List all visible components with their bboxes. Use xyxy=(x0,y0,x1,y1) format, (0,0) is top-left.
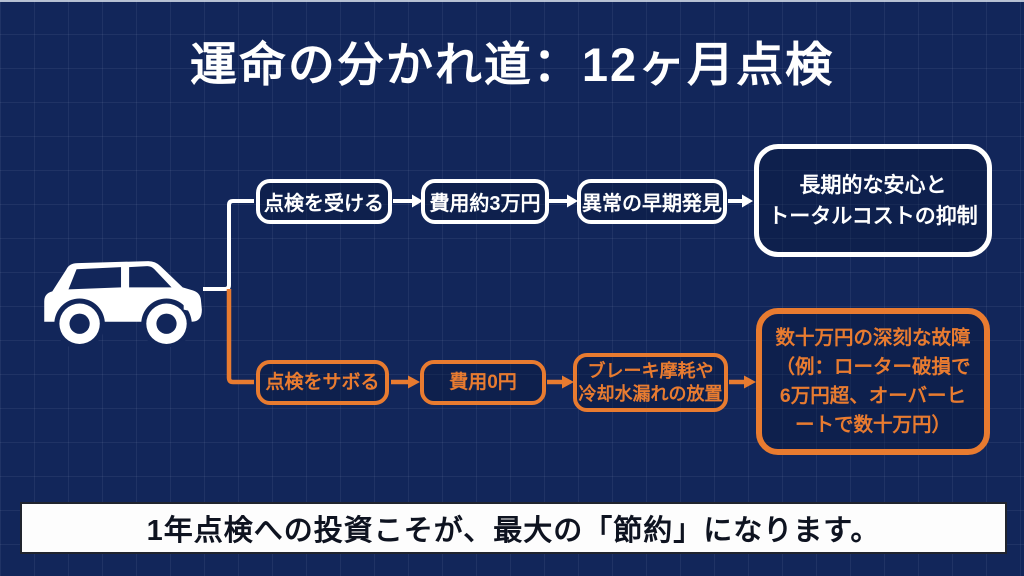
step-cost-zero: 費用0円 xyxy=(420,360,546,405)
result-good-outcome: 長期的な安心と トータルコストの抑制 xyxy=(754,144,992,257)
step-skip-inspection: 点検をサボる xyxy=(256,360,389,405)
result-text: 数十万円の深刻な故障 （例：ローター破損で 6万円超、オーバーヒ ートで数十万円… xyxy=(775,326,971,436)
step-label: 費用0円 xyxy=(449,371,517,393)
arrow-bottom-2 xyxy=(547,375,574,389)
arrow-top-1 xyxy=(393,194,423,208)
arrow-top-3 xyxy=(728,194,753,208)
result-bad-outcome: 数十万円の深刻な故障 （例：ローター破損で 6万円超、オーバーヒ ートで数十万円… xyxy=(756,308,990,455)
car-icon xyxy=(32,251,204,350)
arrow-bottom-3 xyxy=(729,375,756,389)
step-receive-inspection: 点検を受ける xyxy=(256,179,392,224)
conclusion-text: 1年点検への投資こそが、最大の「節約」になります。 xyxy=(146,515,881,547)
page-title: 運命の分かれ道：12ヶ月点検 xyxy=(189,38,835,91)
step-label: 点検をサボる xyxy=(265,371,380,393)
step-label: 点検を受ける xyxy=(264,193,384,215)
conclusion-banner: 1年点検への投資こそが、最大の「節約」になります。 xyxy=(20,502,1007,554)
step-label: 異常の早期発見 xyxy=(582,193,722,215)
arrow-top-2 xyxy=(549,194,578,208)
branch-good-line xyxy=(203,199,254,291)
step-neglect-wear: ブレーキ摩耗や 冷却水漏れの放置 xyxy=(573,353,728,412)
slide-top-edge-line xyxy=(0,0,1024,2)
step-early-detection: 異常の早期発見 xyxy=(577,179,727,224)
result-text: 長期的な安心と トータルコストの抑制 xyxy=(768,173,978,228)
arrow-bottom-1 xyxy=(391,375,420,389)
step-cost-30000yen: 費用約3万円 xyxy=(421,179,549,224)
step-label: 費用約3万円 xyxy=(429,193,541,215)
branch-bad-line xyxy=(226,289,254,385)
step-label: ブレーキ摩耗や 冷却水漏れの放置 xyxy=(578,360,723,404)
